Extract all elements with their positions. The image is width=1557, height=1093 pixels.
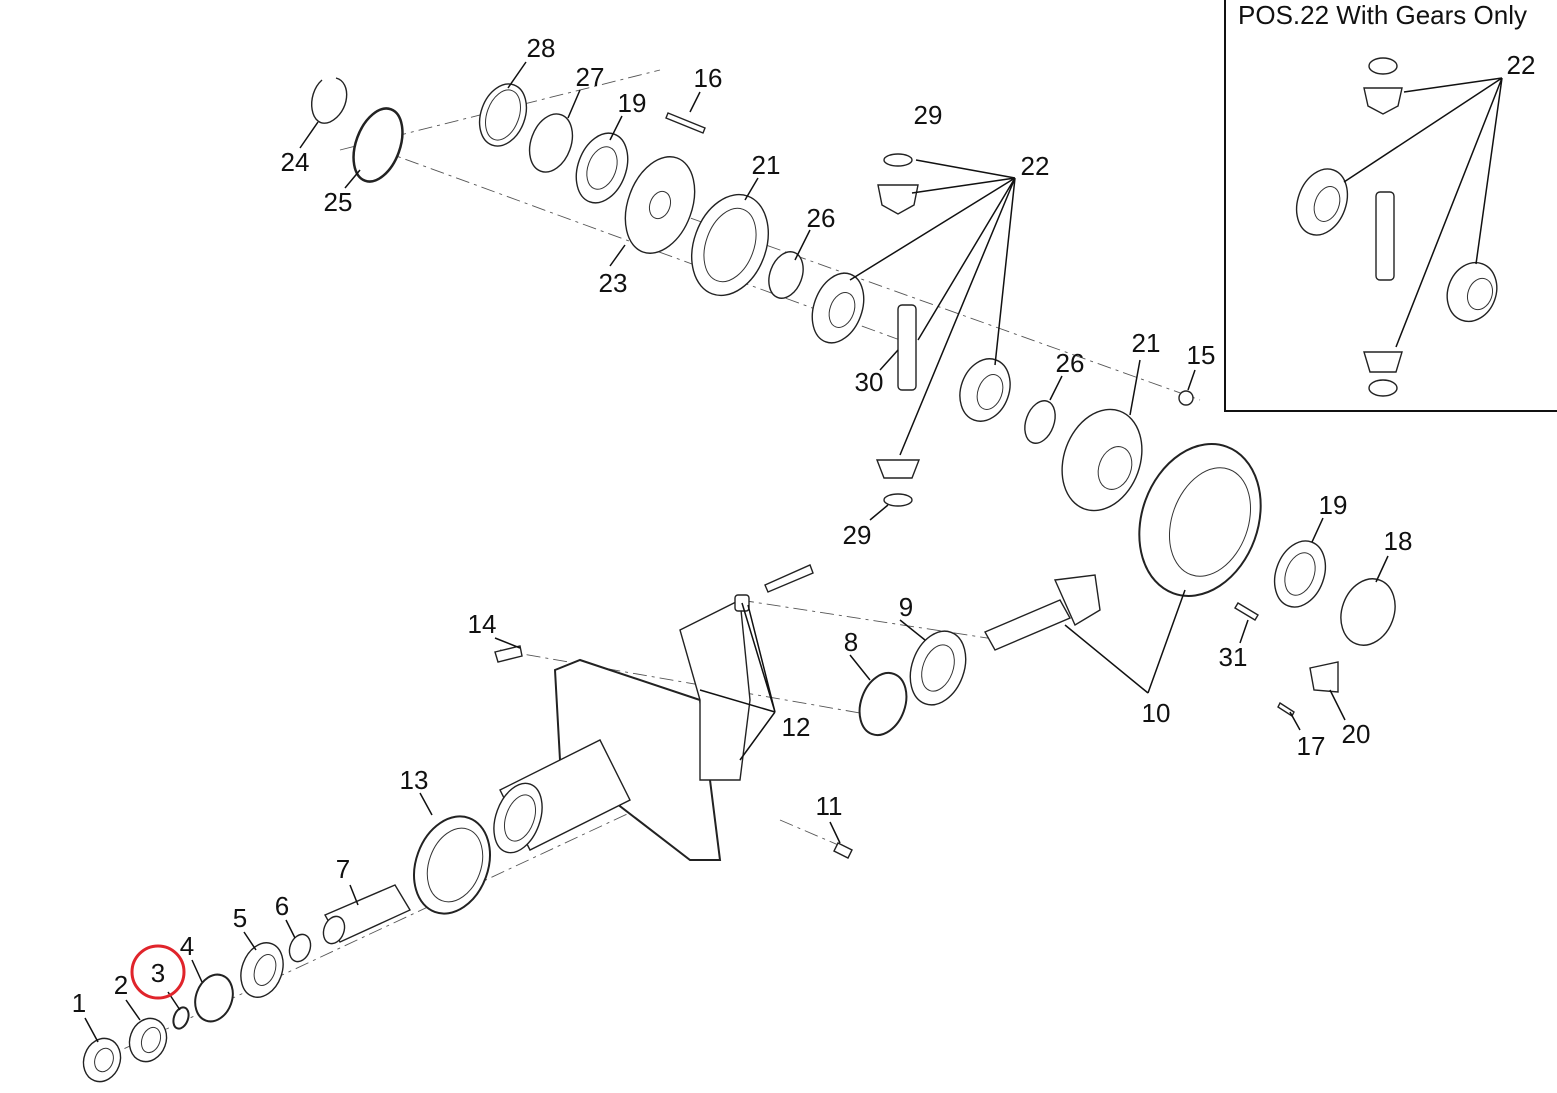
washer-29-lower [883, 493, 913, 507]
callout-label-highlighted: 3 [151, 958, 165, 988]
callout-label: 23 [599, 268, 628, 298]
spacer-2 [128, 1017, 168, 1063]
callout-label: 21 [752, 150, 781, 180]
side-gear-22-upper [811, 272, 865, 344]
cross-shaft-inset [1375, 191, 1395, 281]
callout-label: 17 [1297, 731, 1326, 761]
bolt-16 [665, 112, 706, 134]
o-ring-25 [352, 107, 404, 183]
callout-label: 16 [694, 63, 723, 93]
gear-set [858, 443, 1396, 736]
adjuster-nut-18 [1340, 578, 1396, 646]
callout-label: 4 [180, 931, 194, 961]
lock-plate-20 [1309, 661, 1339, 693]
housing-21-lower [1061, 408, 1143, 512]
callout-label: 29 [914, 100, 943, 130]
pin-11 [833, 842, 853, 859]
pinion-shaft-10 [984, 599, 1071, 651]
side-gear-22-lower [959, 358, 1011, 422]
callout-label: 8 [844, 627, 858, 657]
pin-31 [1234, 602, 1259, 621]
callout-label: 24 [281, 147, 310, 177]
nut-15 [1178, 390, 1194, 406]
bearing-9 [909, 630, 967, 706]
callout-label: 28 [527, 33, 556, 63]
callout-label: 1 [72, 988, 86, 1018]
shim-28 [478, 83, 528, 147]
callout-label: 11 [816, 791, 843, 821]
shim-27 [528, 113, 574, 173]
callout-label: 31 [1219, 642, 1248, 672]
side-gear-inset-right [1446, 261, 1498, 323]
callout-label: 26 [1056, 348, 1085, 378]
pinion-gear-22-upper [877, 184, 919, 215]
callout-label: 5 [233, 903, 247, 933]
callout-label: 25 [324, 187, 353, 217]
inset-pos22-panel: POS.22 With Gears Only 22 [1224, 0, 1557, 412]
callout-label: 18 [1384, 526, 1413, 556]
bolt-12 [764, 564, 814, 593]
callout-label: 29 [843, 520, 872, 550]
leader-lines [84, 61, 1389, 1043]
seal-4 [194, 973, 234, 1023]
callout-label: 13 [400, 765, 429, 795]
side-gear-inset-left [1295, 168, 1349, 236]
callout-label: 14 [468, 609, 497, 639]
bearing-19-lower [1273, 540, 1327, 608]
callout-label: 7 [336, 854, 350, 884]
axle-housing [413, 564, 853, 915]
callout-label: 6 [275, 891, 289, 921]
cross-shaft-30 [897, 304, 917, 391]
bearing-5 [240, 942, 284, 998]
callout-label: 22 [1021, 151, 1050, 181]
thrust-washer-26-lower [1024, 400, 1056, 444]
callout-label: 27 [576, 62, 605, 92]
pinion-gear-inset-bottom [1363, 351, 1403, 373]
o-ring-3 [172, 1006, 190, 1030]
upper-differential-parts [311, 77, 1194, 512]
nut-1 [82, 1037, 122, 1083]
thrust-washer-26-upper [768, 251, 804, 299]
bolt-14 [494, 645, 523, 663]
flange-23 [624, 156, 696, 254]
callout-label: 15 [1187, 340, 1216, 370]
callout-label: 20 [1342, 719, 1371, 749]
ring-gear-10 [1138, 443, 1262, 597]
shaft-parts [82, 884, 412, 1083]
callout-labels: 28 27 16 19 24 25 21 29 22 26 23 30 21 1… [72, 33, 1413, 1018]
callout-label: 12 [782, 712, 811, 742]
callout-label: 26 [807, 203, 836, 233]
snap-ring-24 [311, 77, 348, 124]
inset-callout-label: 22 [1507, 50, 1536, 80]
callout-label: 19 [618, 88, 647, 118]
callout-label: 2 [114, 970, 128, 1000]
callout-label: 30 [855, 367, 884, 397]
inset-gears-diagram: 22 [1295, 50, 1536, 397]
bearing-19-upper [575, 132, 629, 204]
ring-8 [858, 672, 908, 736]
pinion-gear-inset-top [1363, 87, 1403, 115]
snap-ring-6 [288, 933, 312, 963]
callout-label: 9 [899, 592, 913, 622]
highlight-circle [130, 944, 186, 1000]
callout-label: 21 [1132, 328, 1161, 358]
callout-label: 19 [1319, 490, 1348, 520]
washer-29-upper [883, 153, 913, 167]
inset-title: POS.22 With Gears Only [1238, 0, 1527, 30]
seal-13 [413, 815, 491, 915]
pinion-gear-22-lower [875, 459, 921, 479]
callout-label: 10 [1142, 698, 1171, 728]
